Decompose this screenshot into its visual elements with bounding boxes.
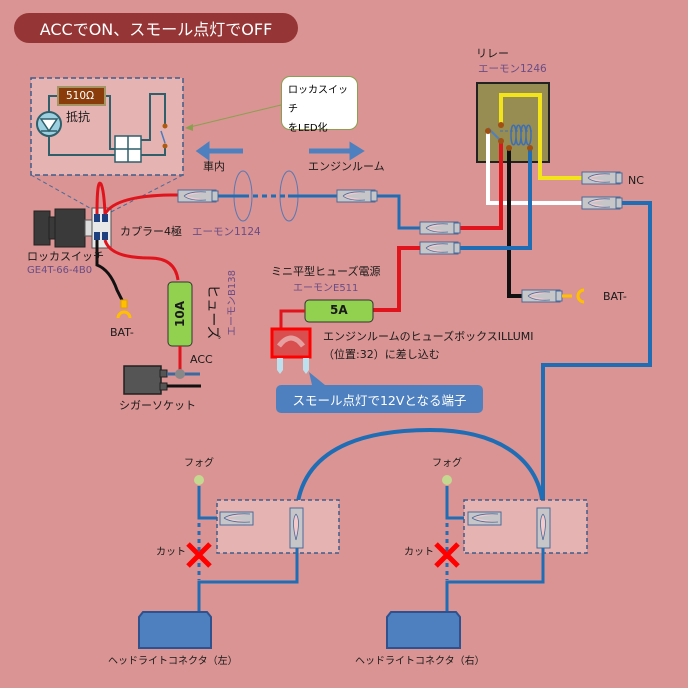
mini-fuse-note-line1: エンジンルームのヒューズボックスILLUMI: [323, 330, 534, 343]
zoom-line-left: [30, 174, 98, 213]
mini-fuse-rating: 5A: [330, 303, 348, 317]
relay-coil: [500, 124, 532, 146]
fuse-10a-part: エーモンB138: [226, 270, 238, 336]
relay-label: リレー: [476, 47, 509, 60]
relay-part: エーモン1246: [478, 63, 547, 75]
wire-black-bat: [95, 240, 124, 301]
rocker-switch: [33, 207, 112, 249]
headlight-connector-left-label: ヘッドライトコネクタ（左）: [108, 656, 238, 667]
wire-red-minifuse: [373, 246, 420, 312]
led-circuit: [48, 93, 166, 156]
splice-box-right: [463, 499, 588, 554]
fog-label-left: フォグ: [184, 458, 214, 469]
zoom-line-right: [110, 174, 184, 213]
cut-mark-icon: [186, 542, 212, 568]
headlight-right: [386, 475, 588, 649]
fuse-box-slot: [270, 327, 312, 359]
resistor-value: 510Ω: [66, 90, 95, 102]
fuse-10a-rating: 10A: [173, 301, 187, 327]
resistor: [57, 86, 106, 106]
switch-terminal-block: [114, 135, 142, 163]
rocker-switch-part: GE4T-66-4B0: [27, 265, 93, 276]
mini-fuse-note-line2: （位置:32）に差し込む: [323, 348, 440, 361]
headlight-left: [138, 475, 340, 649]
headlight-connector-right: [386, 611, 461, 649]
arrow-engine-icon: [309, 141, 365, 161]
acc-label: ACC: [190, 353, 213, 366]
wire-red-to-fuse: [103, 239, 180, 281]
coupler-part: エーモン1124: [192, 226, 261, 238]
rocker-switch-label: ロッカスイッチ: [27, 250, 104, 263]
cut-label-right: カット: [404, 547, 434, 558]
coupler-label: カプラー4極: [120, 225, 182, 238]
cigar-socket-label: シガーソケット: [119, 399, 196, 412]
wire-white: [486, 132, 582, 205]
cigar-socket: [123, 365, 201, 395]
cut-label-left: カット: [156, 547, 186, 558]
resistor-label: 抵抗: [66, 110, 91, 124]
mini-fuse-part: エーモンE511: [293, 283, 359, 294]
wire-blue-arc: [295, 427, 545, 509]
label-engine-room: エンジンルーム: [308, 160, 385, 173]
label-inside: 車内: [203, 160, 225, 173]
wire-red-relay: [460, 143, 503, 230]
arrow-inside-icon: [195, 141, 243, 161]
wire-black-relay: [507, 148, 522, 298]
wire-red-loop: [95, 181, 107, 215]
diagram-title: ACCでON、スモール点灯でOFF: [14, 13, 298, 43]
fog-terminal: [442, 475, 452, 485]
splice-box-left: [216, 499, 340, 554]
small-light-terminal-callout: スモール点灯で12Vとなる端子: [276, 385, 483, 413]
wire-blue-right: [541, 201, 652, 508]
callout-line-2: をLED化: [288, 123, 328, 134]
bat-label-right: BAT-: [603, 290, 627, 303]
fog-terminal: [194, 475, 204, 485]
cut-mark-icon: [434, 542, 460, 568]
headlight-connector-right-label: ヘッドライトコネクタ（右）: [355, 656, 485, 667]
wire-yellow: [499, 93, 582, 180]
callout-pointer: [189, 104, 282, 128]
wire-blue-relay: [460, 149, 532, 250]
led-callout: ロッカスイッチ をLED化: [281, 76, 358, 134]
mini-fuse-label: ミニ平型ヒューズ電源: [271, 265, 381, 278]
bat-terminal-right-icon: [576, 288, 585, 304]
wire-red-to-coupler: [103, 193, 178, 215]
bat-label-left: BAT-: [110, 326, 134, 339]
bat-terminal-left-icon: [116, 299, 132, 319]
headlight-connector-left: [138, 611, 212, 649]
callout-line-1: ロッカスイッチ: [288, 85, 348, 115]
fuse-10a-label: ヒューズ: [204, 284, 221, 340]
switch-lever: [160, 130, 166, 144]
fog-label-right: フォグ: [432, 458, 462, 469]
nc-label: NC: [628, 174, 644, 187]
